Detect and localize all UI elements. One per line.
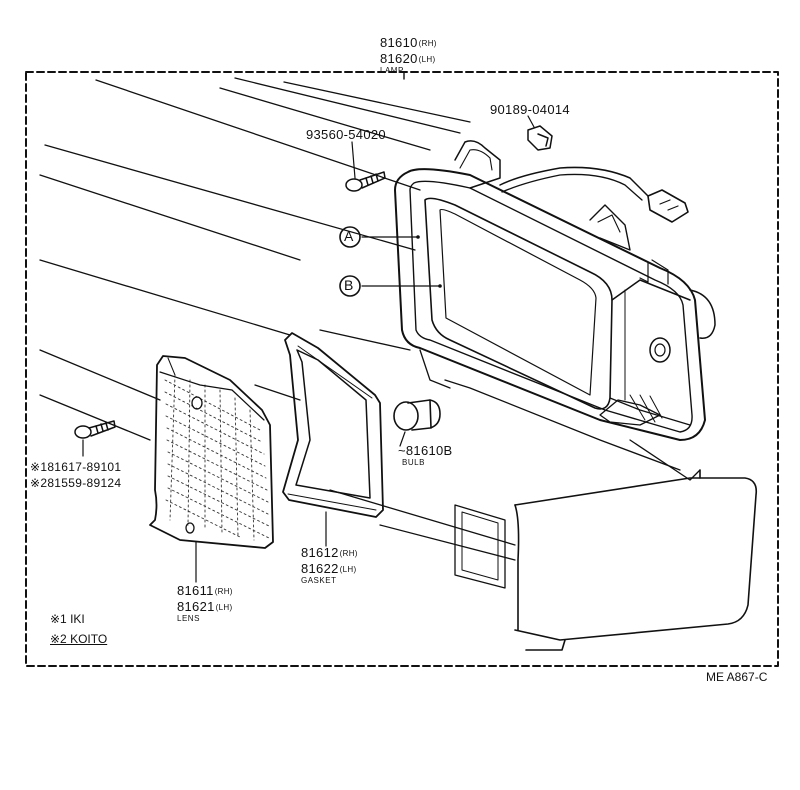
callout-circle-b	[339, 275, 361, 297]
bulb	[393, 399, 441, 431]
gasket-part-name: GASKET	[301, 576, 337, 585]
screw-part-no: 93560-54020	[306, 127, 386, 142]
callout-a: A	[344, 228, 354, 244]
lamp-part-name: LAMP	[380, 66, 404, 75]
callout-circle-a	[339, 226, 361, 248]
key-note-1: ※1 IKI	[50, 612, 85, 626]
leader-lines	[82, 115, 535, 583]
gasket	[282, 332, 384, 518]
bulb-part-no: ~81610B	[398, 443, 453, 458]
lens-screw-part-no-1: ※181617-89101	[30, 460, 122, 474]
diagram-code: ME A867-C	[706, 670, 768, 684]
connector-part-no: 90189-04014	[490, 102, 570, 117]
lens	[149, 355, 274, 549]
leader-dots	[416, 235, 442, 288]
bumper	[454, 469, 758, 651]
assembly-boundary	[25, 71, 779, 667]
lamp-housing	[394, 140, 716, 481]
bulb-part-name: BULB	[402, 458, 425, 467]
callout-b: B	[344, 277, 354, 293]
gasket-part-no-lh: 81622(LH)	[301, 561, 357, 576]
lamp-part-no-lh: 81620(LH)	[380, 51, 436, 66]
lens-part-name: LENS	[177, 614, 200, 623]
key-note-2: ※2 KOITO	[50, 632, 108, 646]
top-screw	[345, 171, 386, 192]
lens-screw-part-no-2: ※281559-89124	[30, 476, 122, 490]
wire-clip	[527, 125, 553, 151]
gasket-part-no-rh: 81612(RH)	[301, 545, 358, 560]
lens-part-no-rh: 81611(RH)	[177, 583, 233, 598]
lamp-part-no-rh: 81610(RH)	[380, 35, 437, 50]
lens-screw	[74, 420, 116, 439]
car-body	[39, 77, 516, 561]
lens-part-no-lh: 81621(LH)	[177, 599, 233, 614]
